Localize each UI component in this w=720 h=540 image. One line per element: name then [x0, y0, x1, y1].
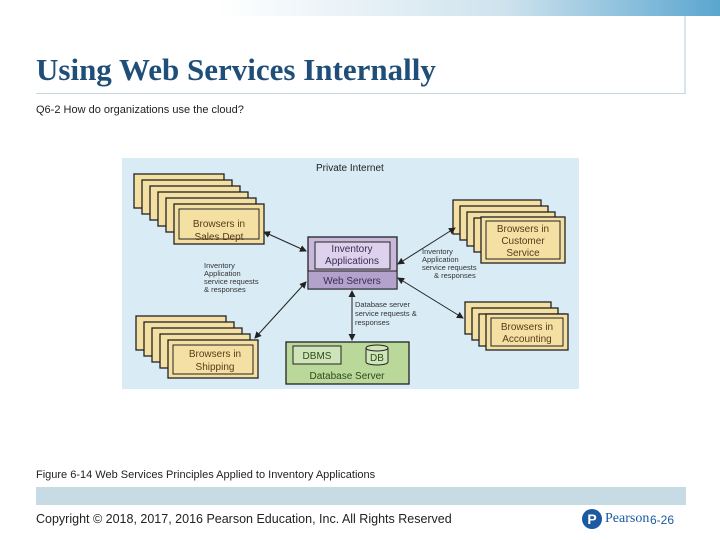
- figure-caption: Figure 6-14 Web Services Principles Appl…: [36, 469, 376, 481]
- database-server-label: Database Server: [309, 371, 385, 382]
- slide-number: 6-26: [650, 513, 675, 527]
- db-note-line1: Database server: [355, 300, 411, 309]
- left-note-line1: Inventory: [204, 261, 235, 270]
- server-label-line2: Applications: [325, 256, 379, 267]
- network-label: Private Internet: [316, 163, 384, 174]
- pearson-logo-icon: P: [582, 509, 602, 529]
- web-server-box: Inventory Applications Web Servers: [307, 236, 398, 290]
- footer-bar: [36, 487, 686, 505]
- title-underline: [36, 93, 686, 94]
- db-note: Database server service requests & respo…: [355, 300, 417, 327]
- db-note-line2: service requests &: [355, 309, 417, 318]
- left-note: Inventory Application service requests &…: [204, 261, 259, 294]
- sales-browser-stack: Browsers in Sales Dept: [133, 173, 265, 245]
- slide-title: Using Web Services Internally: [36, 52, 436, 87]
- web-services-diagram: Private Internet Browsers in Sales Dept …: [122, 158, 579, 389]
- header-divider: [684, 16, 686, 94]
- accounting-server-arrow: [397, 277, 464, 319]
- db-label: DB: [370, 353, 384, 364]
- left-note-line2: Application: [204, 269, 241, 278]
- customer-service-browser-stack: Browsers in Customer Service: [452, 199, 566, 264]
- customer-service-label-line3: Service: [506, 248, 540, 259]
- accounting-browser-stack: Browsers in Accounting: [464, 301, 569, 351]
- dbms-label: DBMS: [303, 351, 332, 362]
- shipping-label-line1: Browsers in: [189, 349, 241, 360]
- slide-subtitle: Q6-2 How do organizations use the cloud?: [36, 104, 244, 116]
- customer-service-server-arrow: [397, 227, 456, 265]
- customer-service-label-line2: Customer: [501, 236, 545, 247]
- top-accent-bar: [0, 0, 720, 16]
- accounting-label-line2: Accounting: [502, 334, 551, 345]
- shipping-label-line2: Shipping: [196, 362, 235, 373]
- shipping-browser-stack: Browsers in Shipping: [135, 315, 259, 379]
- right-note-line4: & responses: [434, 271, 476, 280]
- pearson-brand: P Pearson: [582, 508, 650, 530]
- server-footer-label: Web Servers: [323, 276, 381, 287]
- sales-label-line2: Sales Dept: [195, 232, 244, 243]
- database-server-box: DBMS DB Database Server: [285, 341, 410, 385]
- shipping-server-arrow: [254, 281, 307, 339]
- customer-service-label-line1: Browsers in: [497, 224, 549, 235]
- copyright-text: Copyright © 2018, 2017, 2016 Pearson Edu…: [36, 512, 452, 526]
- server-label-line1: Inventory: [331, 244, 372, 255]
- pearson-wordmark: Pearson: [605, 511, 650, 526]
- left-note-line4: & responses: [204, 285, 246, 294]
- left-note-line3: service requests: [204, 277, 259, 286]
- sales-server-arrow: [263, 231, 307, 252]
- accounting-label-line1: Browsers in: [501, 322, 553, 333]
- sales-label-line1: Browsers in: [193, 219, 245, 230]
- db-note-line3: responses: [355, 318, 390, 327]
- right-note-line2: Application: [422, 255, 459, 264]
- right-note-line3: service requests: [422, 263, 477, 272]
- right-note: Inventory Application service requests &…: [422, 247, 477, 280]
- right-note-line1: Inventory: [422, 247, 453, 256]
